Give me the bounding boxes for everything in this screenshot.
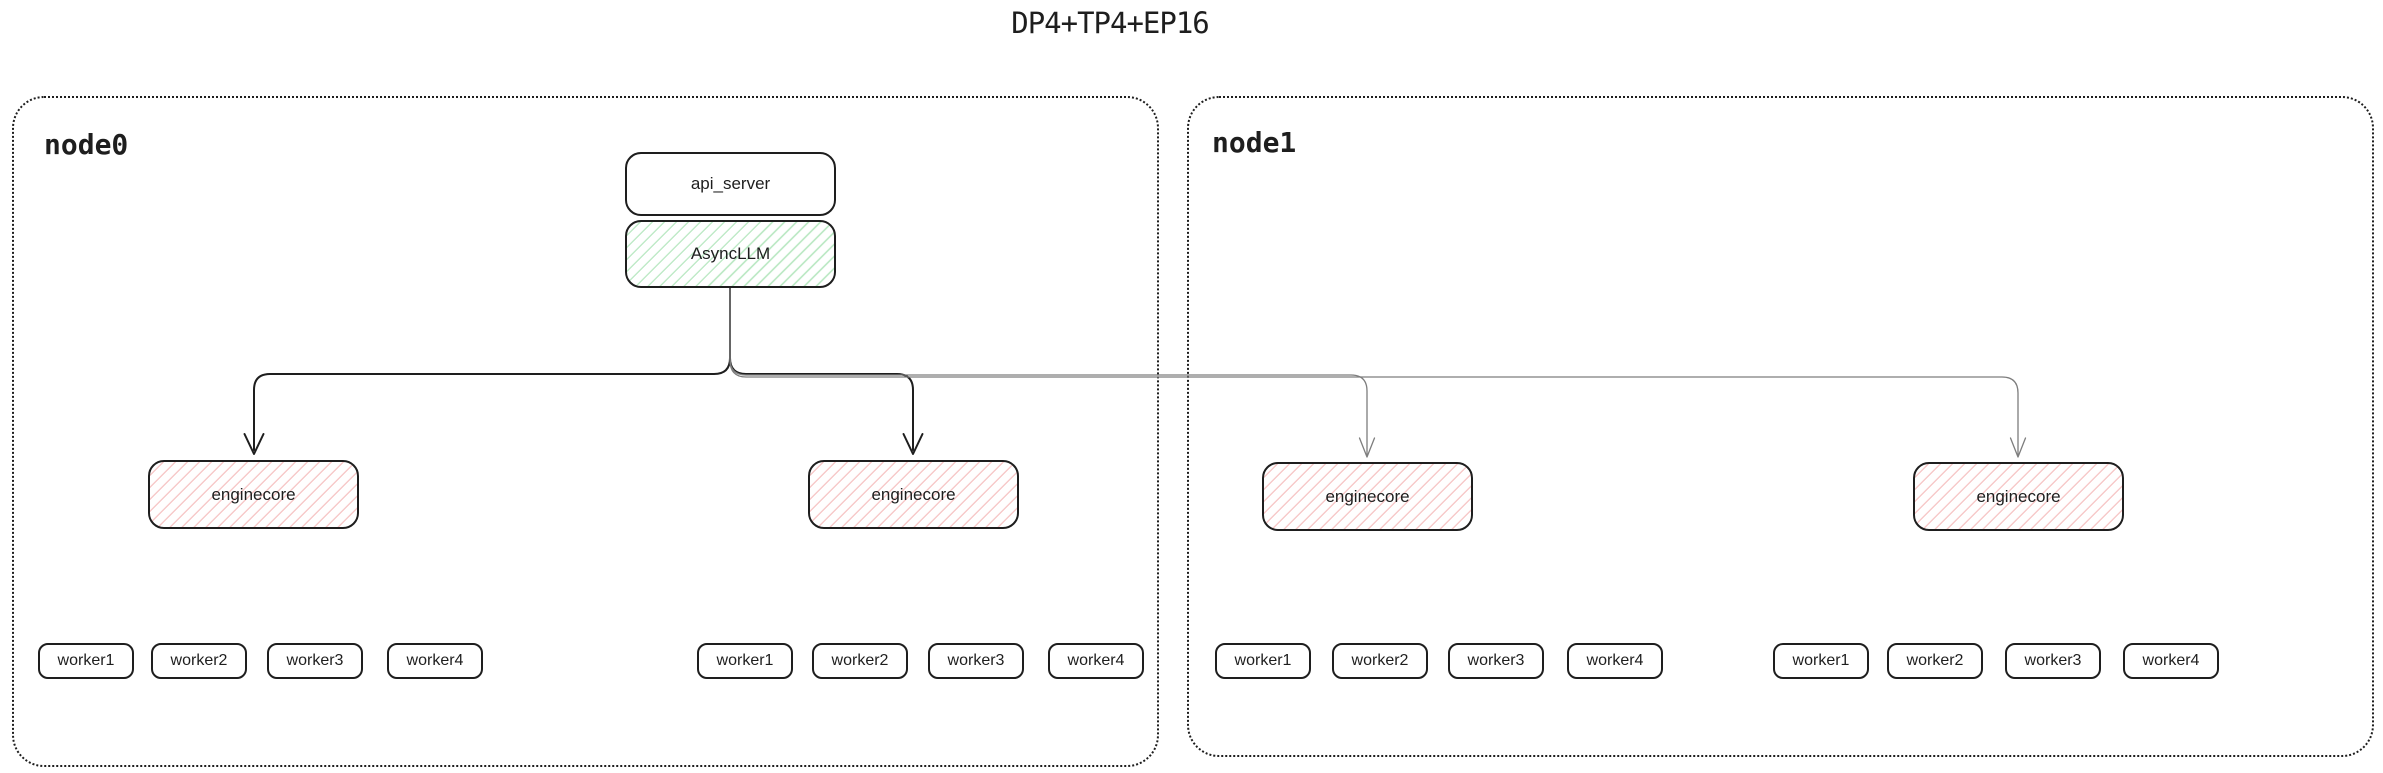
asyncllm-box: AsyncLLM	[625, 220, 836, 288]
worker-box-g2-3: worker3	[928, 643, 1024, 679]
diagram-title: DP4+TP4+EP16	[1011, 6, 1210, 40]
worker-box-g1-4: worker4	[387, 643, 483, 679]
api-server-box: api_server	[625, 152, 836, 216]
api-server-label: api_server	[690, 174, 771, 193]
asyncllm-label: AsyncLLM	[690, 244, 771, 263]
worker-box-g4-3: worker3	[2005, 643, 2101, 679]
enginecore-label: enginecore	[871, 484, 956, 504]
worker-box-g2-1: worker1	[697, 643, 793, 679]
worker-box-g3-2: worker2	[1332, 643, 1428, 679]
worker-box-g3-1: worker1	[1215, 643, 1311, 679]
worker-box-g2-2: worker2	[812, 643, 908, 679]
worker-box-g3-4: worker4	[1567, 643, 1663, 679]
enginecore-label: enginecore	[211, 484, 296, 504]
worker-box-g4-2: worker2	[1887, 643, 1983, 679]
node1-label: node1	[1212, 126, 1297, 159]
enginecore-box-node1-left: enginecore	[1262, 462, 1473, 531]
worker-box-g4-4: worker4	[2123, 643, 2219, 679]
enginecore-box-node0-left: enginecore	[148, 460, 359, 529]
worker-box-g1-3: worker3	[267, 643, 363, 679]
worker-box-g4-1: worker1	[1773, 643, 1869, 679]
worker-box-g3-3: worker3	[1448, 643, 1544, 679]
enginecore-box-node1-right: enginecore	[1913, 462, 2124, 531]
worker-box-g1-2: worker2	[151, 643, 247, 679]
enginecore-label: enginecore	[1325, 486, 1410, 506]
enginecore-box-node0-right: enginecore	[808, 460, 1019, 529]
worker-box-g2-4: worker4	[1048, 643, 1144, 679]
node0-label: node0	[44, 128, 129, 161]
worker-box-g1-1: worker1	[38, 643, 134, 679]
enginecore-label: enginecore	[1976, 486, 2061, 506]
